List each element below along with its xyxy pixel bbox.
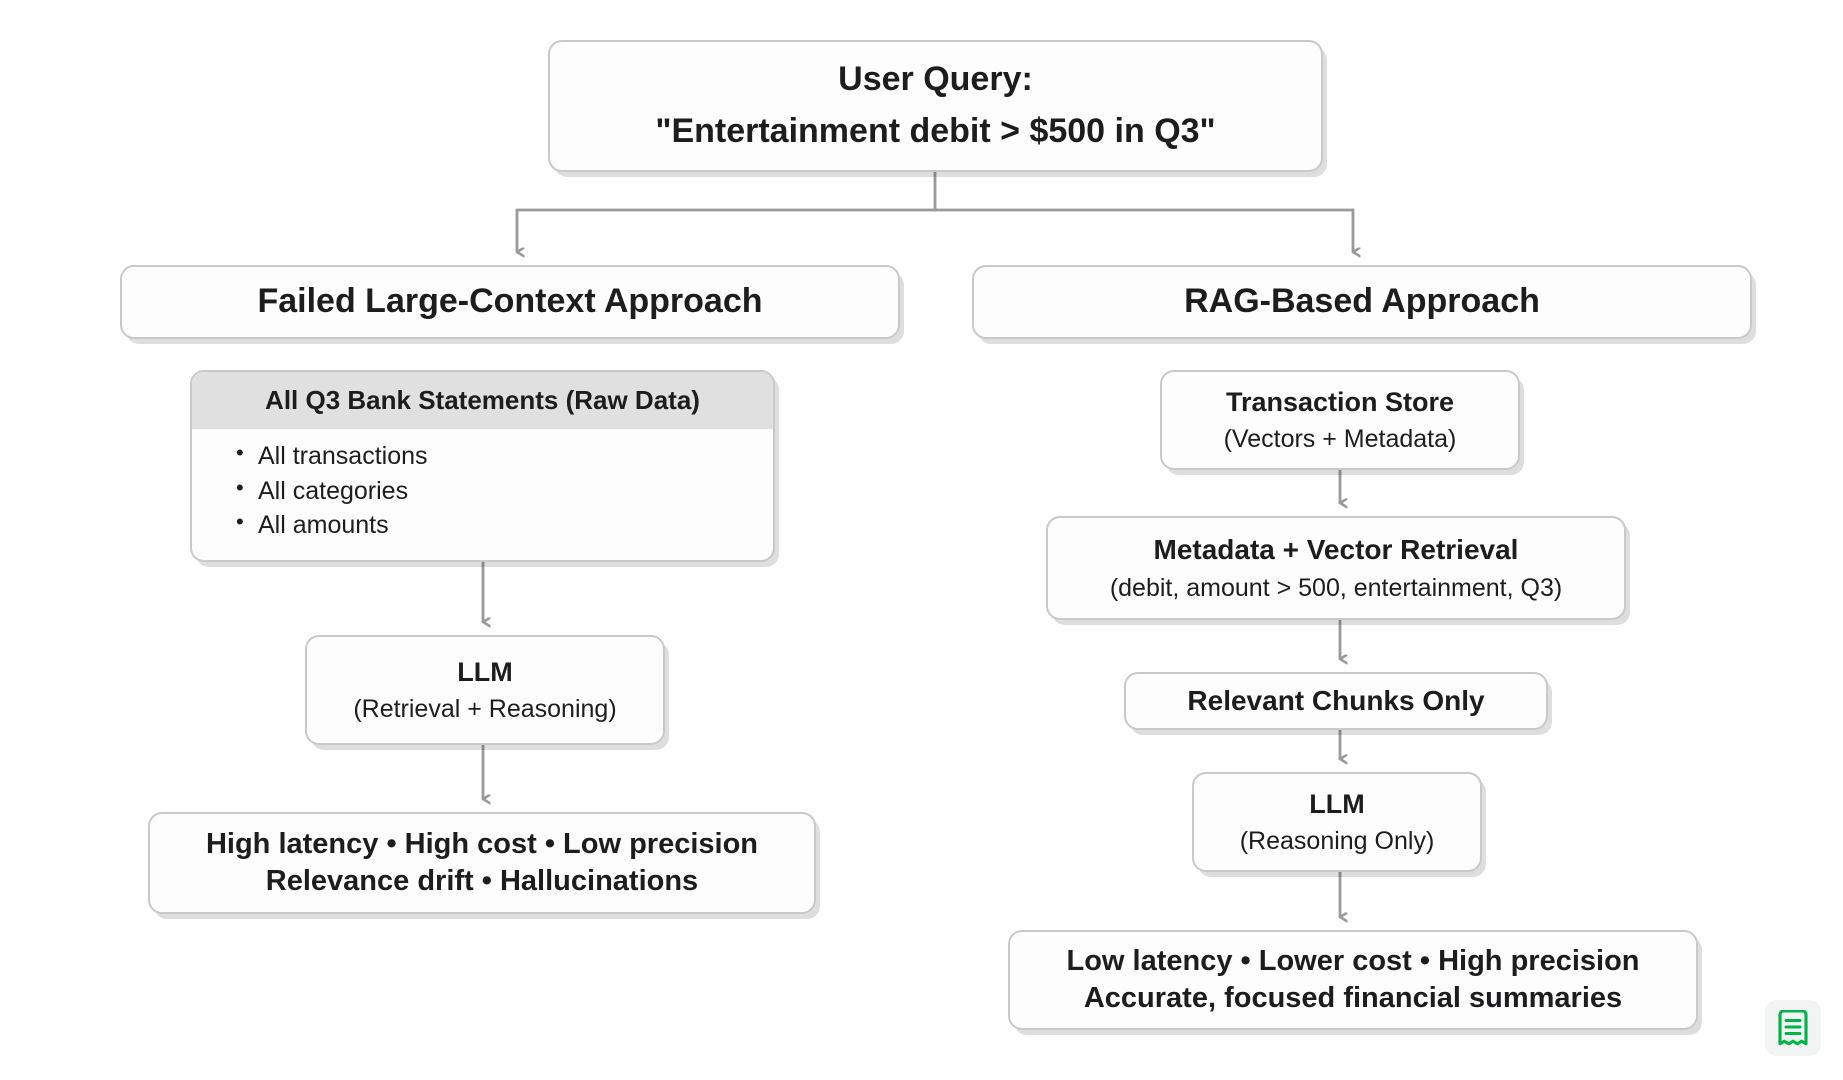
left-llm-title: LLM <box>457 656 513 687</box>
node-user-query[interactable]: User Query: "Entertainment debit > $500 … <box>548 40 1323 172</box>
left-branch-heading-label: Failed Large-Context Approach <box>257 282 763 321</box>
receipt-badge[interactable] <box>1765 1000 1821 1056</box>
left-outcome-line2: Relevance drift • Hallucinations <box>265 865 699 897</box>
list-item: All transactions <box>236 438 773 473</box>
right-llm-title: LLM <box>1309 788 1365 819</box>
right-branch-heading-label: RAG-Based Approach <box>1184 282 1540 321</box>
node-left-llm[interactable]: LLM (Retrieval + Reasoning) <box>305 635 665 745</box>
transaction-store-title: Transaction Store <box>1225 386 1455 417</box>
relevant-chunks-label: Relevant Chunks Only <box>1187 685 1485 717</box>
right-outcome-line2: Accurate, focused financial summaries <box>1083 982 1623 1014</box>
transaction-store-subtitle: (Vectors + Metadata) <box>1223 425 1457 454</box>
node-right-outcome[interactable]: Low latency • Lower cost • High precisio… <box>1008 930 1698 1030</box>
user-query-title: User Query: <box>838 60 1033 99</box>
node-relevant-chunks[interactable]: Relevant Chunks Only <box>1124 672 1548 730</box>
node-raw-data[interactable]: All Q3 Bank Statements (Raw Data) All tr… <box>190 370 775 562</box>
left-outcome-line1: High latency • High cost • Low precision <box>205 827 759 860</box>
list-item: All categories <box>236 473 773 508</box>
user-query-text: "Entertainment debit > $500 in Q3" <box>655 112 1216 150</box>
node-right-branch-heading[interactable]: RAG-Based Approach <box>972 265 1752 339</box>
raw-data-header: All Q3 Bank Statements (Raw Data) <box>192 372 773 430</box>
node-left-outcome[interactable]: High latency • High cost • Low precision… <box>148 812 816 914</box>
left-llm-subtitle: (Retrieval + Reasoning) <box>353 695 617 724</box>
node-retrieval[interactable]: Metadata + Vector Retrieval (debit, amou… <box>1046 516 1626 620</box>
right-llm-subtitle: (Reasoning Only) <box>1239 827 1435 856</box>
raw-data-list: All transactions All categories All amou… <box>192 429 773 542</box>
right-outcome-line1: Low latency • Lower cost • High precisio… <box>1066 944 1640 977</box>
node-right-llm[interactable]: LLM (Reasoning Only) <box>1192 772 1482 872</box>
retrieval-title: Metadata + Vector Retrieval <box>1153 534 1519 566</box>
node-transaction-store[interactable]: Transaction Store (Vectors + Metadata) <box>1160 370 1520 470</box>
node-left-branch-heading[interactable]: Failed Large-Context Approach <box>120 265 900 339</box>
list-item: All amounts <box>236 507 773 542</box>
receipt-icon <box>1778 1010 1808 1046</box>
retrieval-subtitle: (debit, amount > 500, entertainment, Q3) <box>1109 573 1563 602</box>
